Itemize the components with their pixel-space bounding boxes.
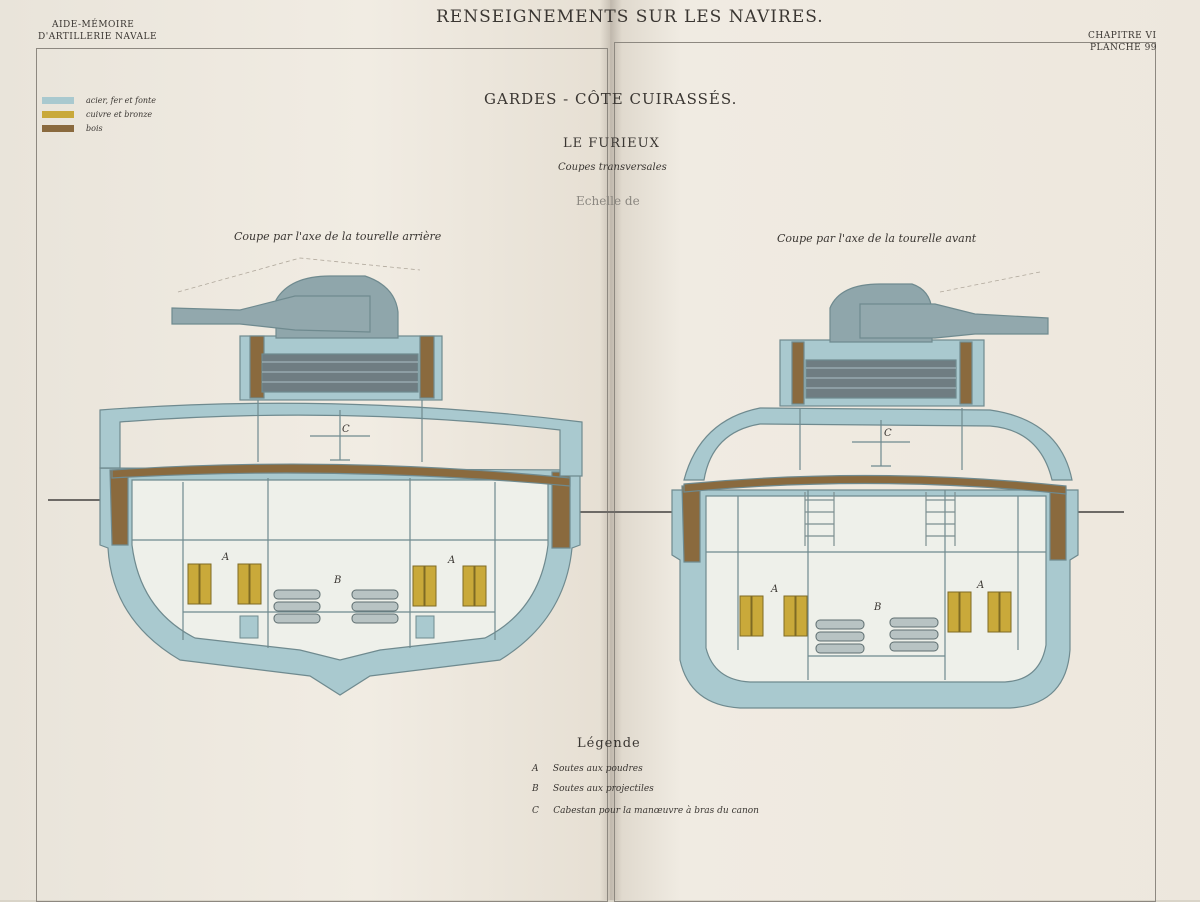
material-key-steel: acier, fer et fonte: [42, 94, 156, 106]
rear-label-b: B: [333, 575, 341, 586]
rear-elevation-arc: [177, 257, 421, 293]
rear-armored-deck: [111, 463, 571, 487]
legend-key-b: B: [532, 784, 539, 794]
steel-swatch: [42, 96, 74, 104]
bronze-label: cuivre et bronze: [86, 109, 153, 119]
header-right-line1: CHAPITRE VI: [1088, 31, 1157, 41]
legend-item-b: B Soutes aux projectiles: [532, 784, 654, 794]
bronze-swatch: [42, 110, 74, 118]
material-key-wood: bois: [42, 122, 103, 134]
rear-section-caption: Coupe par l'axe de la tourelle arrière: [234, 230, 442, 243]
material-key-bronze: cuivre et bronze: [42, 108, 152, 120]
rear-label-c: C: [342, 424, 350, 435]
header-center: RENSEIGNEMENTS SUR LES NAVIRES.: [436, 7, 824, 27]
front-barbette-wood-left: [791, 341, 805, 405]
front-barbette-wood-right: [959, 341, 973, 405]
front-shells: [815, 617, 939, 654]
plate-title: GARDES - CÔTE CUIRASSÉS.: [484, 90, 738, 108]
rear-hull-inner: [131, 479, 549, 661]
rear-powder-cases: [187, 563, 487, 607]
book-gutter: [600, 0, 622, 900]
legend-item-c: C Cabestan pour la manœuvre à bras du ca…: [532, 806, 759, 816]
front-turret-ring: [805, 359, 957, 399]
front-label-b: B: [873, 602, 881, 613]
wood-swatch: [42, 124, 74, 132]
steel-label: acier, fer et fonte: [86, 95, 157, 105]
legend-key-a: A: [532, 764, 539, 774]
legend-text-c: Cabestan pour la manœuvre à bras du cano…: [553, 806, 759, 816]
legend-text-b: Soutes aux projectiles: [552, 784, 654, 794]
ship-name: LE FURIEUX: [563, 136, 660, 151]
legend-key-c: C: [532, 806, 539, 816]
legend-text-a: Soutes aux poudres: [552, 764, 643, 774]
front-gun-barrel: [859, 303, 1049, 339]
front-section: [671, 283, 1079, 709]
header-left-line1: AIDE-MÉMOIRE: [52, 20, 135, 30]
rear-pump-left: [239, 615, 259, 639]
rear-superstructure: [99, 402, 583, 477]
front-label-c: C: [884, 428, 892, 439]
legend-title: Légende: [577, 736, 641, 751]
wood-label: bois: [86, 123, 103, 133]
front-label-a-left: A: [770, 584, 778, 595]
front-powder-cases: [739, 591, 1012, 637]
rear-section: [99, 275, 583, 696]
rear-gun-barrel: [171, 295, 371, 333]
front-label-a-right: A: [976, 580, 984, 591]
rear-shells: [273, 589, 399, 624]
rear-turret-ring: [261, 353, 419, 393]
front-hull-inner: [705, 495, 1047, 683]
header-left-line2: D'ARTILLERIE NAVALE: [38, 32, 158, 42]
scale-note: Echelle de: [576, 194, 640, 208]
header-right-line2: PLANCHE 99: [1090, 43, 1158, 53]
rear-capstan: [310, 410, 370, 461]
rear-label-a-left: A: [221, 552, 229, 563]
rear-pump-right: [415, 615, 435, 639]
rear-barbette-wood-right: [419, 335, 435, 399]
plate-subtitle: Coupes transversales: [558, 162, 667, 173]
front-elevation-arc: [939, 271, 1041, 293]
front-superstructure: [683, 407, 1073, 481]
rear-armor-wood-left: [109, 469, 129, 546]
front-section-caption: Coupe par l'axe de la tourelle avant: [777, 232, 977, 245]
front-ladder-right: [925, 492, 956, 546]
front-armor-wood-right: [1049, 487, 1067, 561]
front-capstan: [852, 420, 910, 467]
front-ladder-left: [804, 492, 835, 546]
front-armored-deck: [683, 474, 1067, 495]
front-armor-wood-left: [681, 485, 701, 563]
legend-item-a: A Soutes aux poudres: [532, 764, 643, 774]
rear-label-a-right: A: [447, 555, 455, 566]
